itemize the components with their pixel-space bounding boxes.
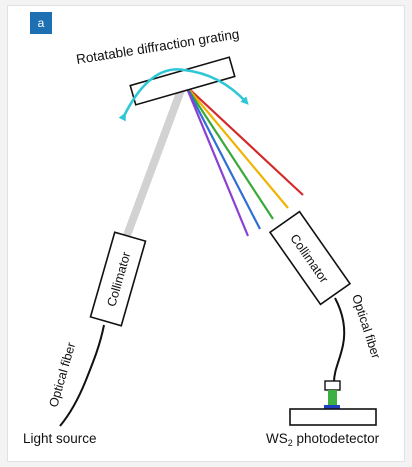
left-collimator: Collimator (89, 231, 147, 327)
photodetector-label: WS2 photodetector (266, 431, 380, 448)
fiber-connector (324, 380, 341, 391)
curved-double-arrow-icon (118, 68, 249, 122)
photodetector-substrate (289, 408, 377, 426)
diffracted-spectrum (184, 85, 304, 237)
red-ray (185, 85, 304, 196)
panel-badge-label: a (38, 16, 45, 30)
light-source-label: Light source (23, 431, 97, 446)
panel-badge (30, 12, 52, 34)
right-optical-fiber (333, 297, 346, 383)
yellow-ray (185, 85, 289, 209)
right-fiber-label: Optical fiber (349, 293, 383, 361)
left-optical-fiber (59, 324, 105, 427)
white-light-beam (122, 86, 185, 242)
violet-ray (184, 85, 250, 237)
green-ray (185, 85, 274, 220)
blue-ray (185, 85, 261, 230)
right-collimator: Collimator (268, 210, 352, 306)
right-collimator-body (268, 210, 352, 306)
left-collimator-body (89, 231, 147, 327)
diffraction-grating (129, 56, 236, 106)
ws2-layer (324, 405, 340, 409)
detector-illumination (328, 390, 337, 406)
left-fiber-label: Optical fiber (46, 341, 78, 409)
